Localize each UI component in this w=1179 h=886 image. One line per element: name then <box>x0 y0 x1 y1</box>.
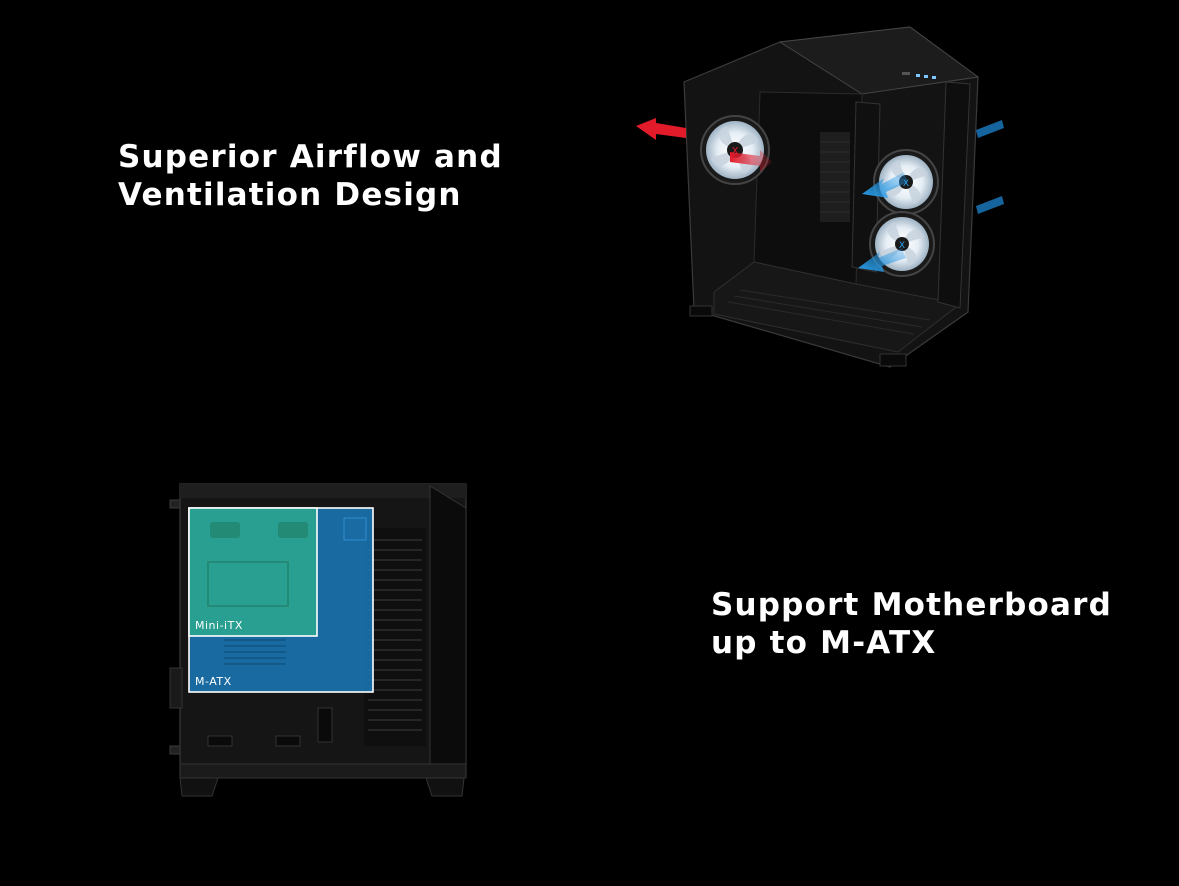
airflow-heading: Superior Airflow and Ventilation Design <box>118 138 503 214</box>
motherboard-heading: Support Motherboard up to M-ATX <box>711 586 1112 662</box>
fan-hub-logo: X <box>899 241 905 251</box>
intake-arrow-top <box>862 172 908 198</box>
mini-itx-board-outline: Mini-iTX <box>188 507 318 637</box>
fan-hub-logo: X <box>903 179 909 189</box>
case-body <box>683 26 980 368</box>
intake-arrow-outer-bottom <box>976 196 1004 214</box>
airflow-heading-line-1: Superior Airflow and <box>118 139 503 175</box>
exhaust-arrow-inner <box>730 150 772 172</box>
fan-hub-logo: X <box>732 146 739 157</box>
mini-itx-label: Mini-iTX <box>195 619 243 632</box>
motherboard-heading-line-1: Support Motherboard <box>711 587 1113 623</box>
airflow-heading-line-2: Ventilation Design <box>118 177 462 213</box>
intake-arrow-bottom <box>858 248 906 272</box>
exhaust-arrow-outer <box>636 118 686 140</box>
motherboard-heading-line-2: up to M-ATX <box>711 625 937 661</box>
m-atx-label: M-ATX <box>195 675 232 688</box>
intake-arrow-outer-top <box>976 120 1004 138</box>
rear-exhaust-fan: X <box>700 115 770 185</box>
case-airflow-illustration: X X X <box>636 26 1004 368</box>
case-side-illustration: M-ATX Mini-iTX <box>169 483 467 797</box>
front-io-ports <box>902 72 936 79</box>
